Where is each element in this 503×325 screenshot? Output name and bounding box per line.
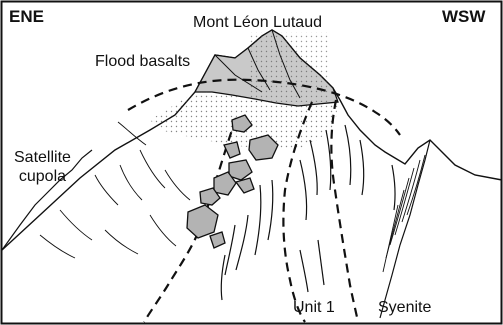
dashed-syenite-contact: [331, 100, 358, 322]
satellite-cupola-line1: Satellite: [14, 148, 71, 167]
syenite-label: Syenite: [378, 300, 431, 316]
foliation-lines: [221, 125, 395, 300]
satellite-cupola-label: Satellite cupola: [14, 148, 71, 186]
unit-1-label: Unit 1: [293, 300, 335, 316]
right-syenite-ridge: [380, 140, 430, 318]
wsw-direction-label: WSW: [442, 8, 485, 25]
syenite-striations: [383, 155, 425, 272]
flood-basalts-label: Flood basalts: [95, 54, 190, 70]
summit-label: Mont Léon Lutaud: [193, 15, 322, 31]
satellite-cupola-line2: cupola: [14, 167, 71, 186]
slope-hachures: [40, 122, 190, 258]
ene-direction-label: ENE: [9, 8, 44, 25]
